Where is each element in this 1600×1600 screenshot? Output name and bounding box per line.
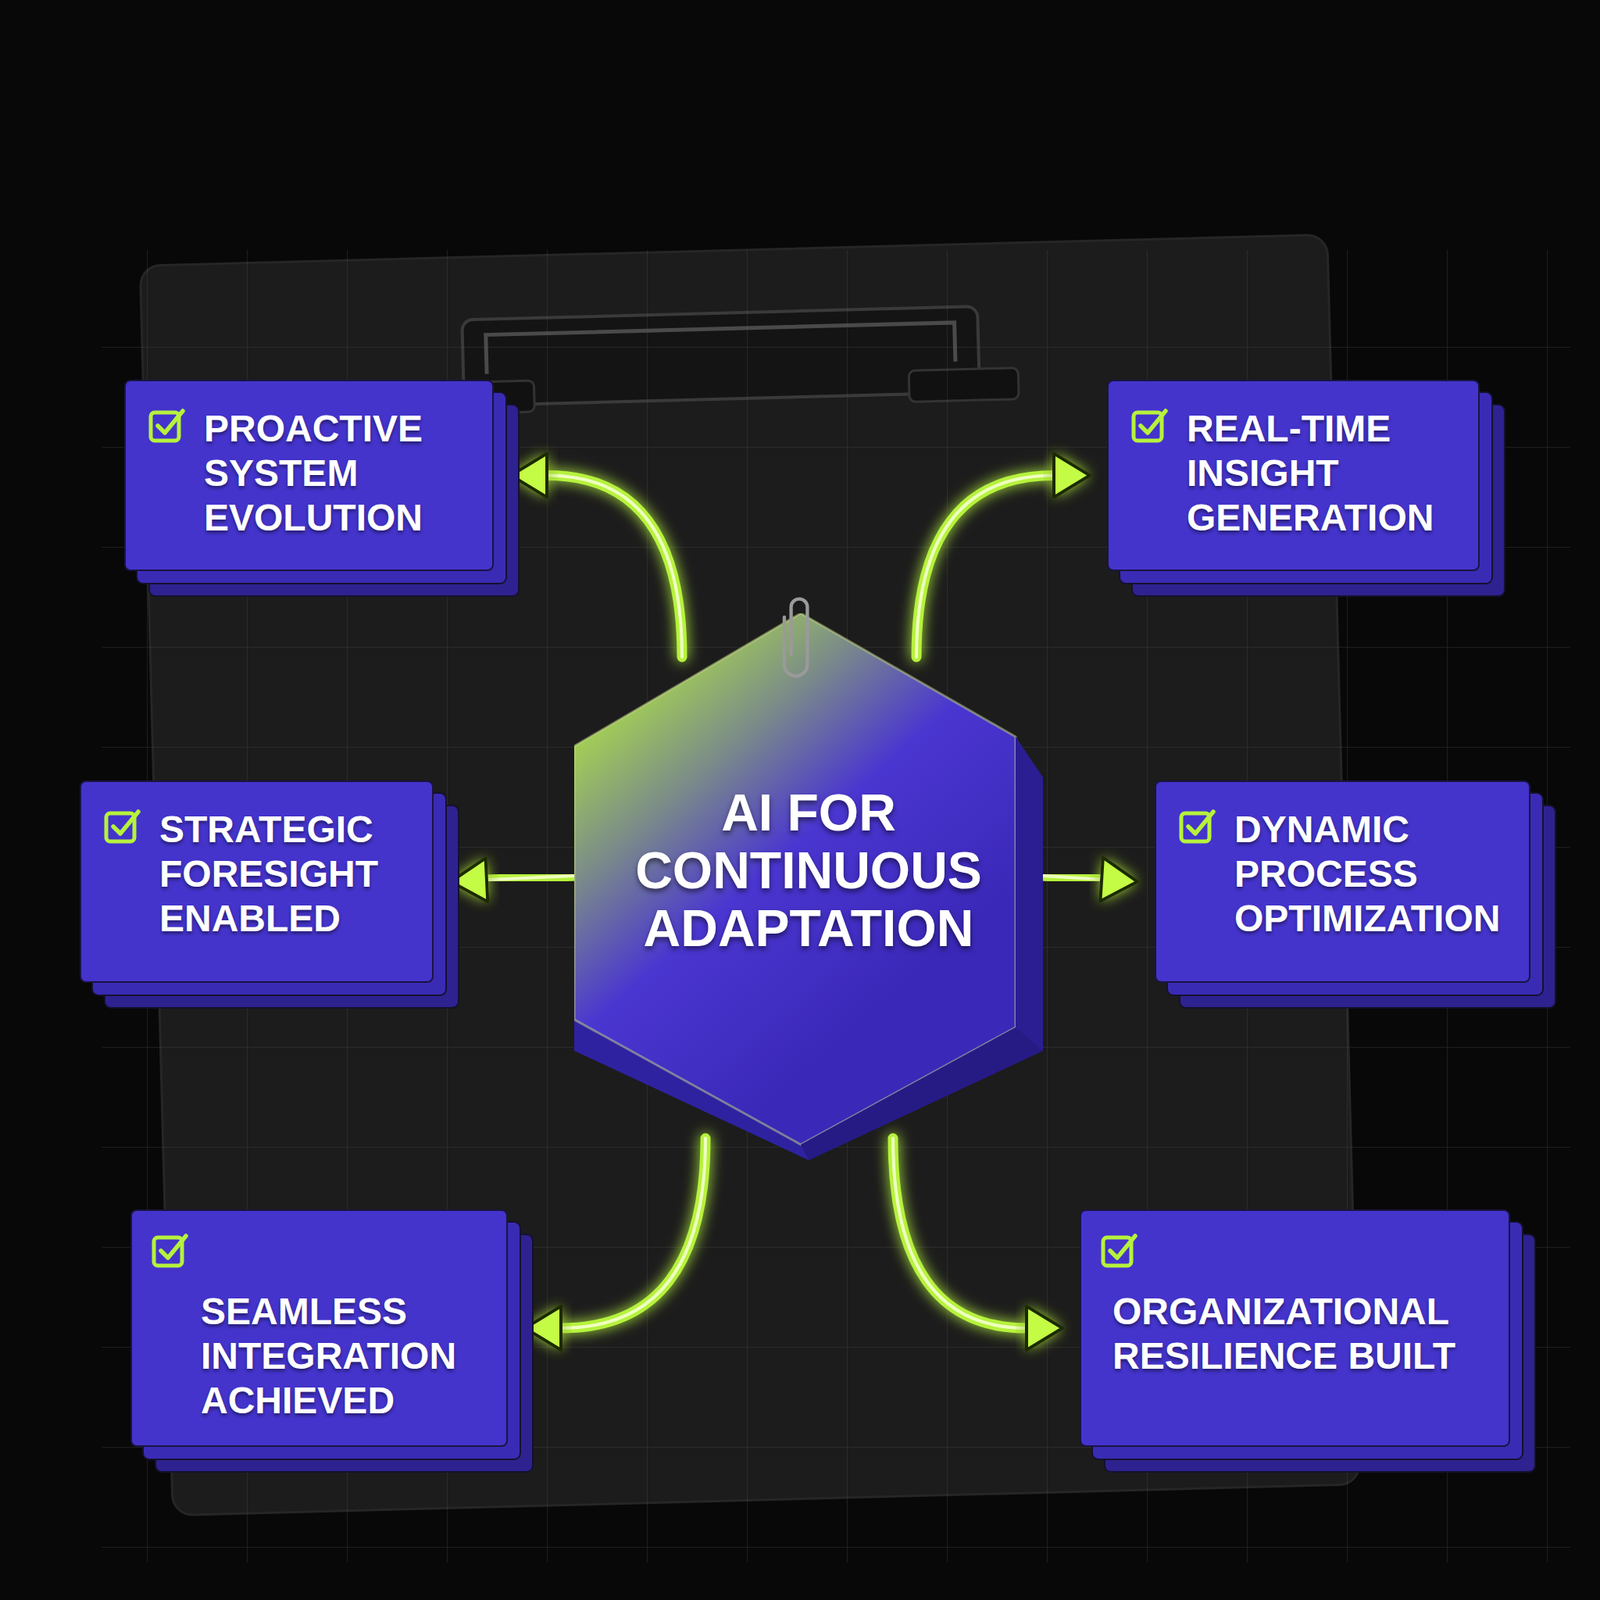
arrow-head <box>1100 857 1138 902</box>
connector-arrow <box>525 1138 706 1350</box>
connector-arrow <box>450 857 575 902</box>
arrow-head <box>1053 453 1090 498</box>
connector-line <box>560 1138 706 1329</box>
connector-core <box>1042 875 1102 880</box>
checkbox-icon <box>150 1231 190 1271</box>
card-label: SEAMLESS INTEGRATION ACHIEVED <box>200 1289 483 1423</box>
card-label: DYNAMIC PROCESS OPTIMIZATION <box>1234 807 1506 941</box>
connector-line <box>546 475 683 658</box>
arrow-head <box>450 857 488 902</box>
connector-arrow <box>510 453 683 658</box>
connector-arrow <box>916 453 1090 658</box>
connector-core <box>916 475 1054 658</box>
connector-arrow <box>1042 857 1138 902</box>
benefit-card: DYNAMIC PROCESS OPTIMIZATION <box>1154 780 1531 983</box>
card-label: REAL-TIME INSIGHT GENERATION <box>1186 406 1455 540</box>
arrow-head <box>525 1306 561 1350</box>
benefit-card: STRATEGIC FORESIGHT ENABLED <box>79 780 434 983</box>
arrow-head <box>510 453 547 498</box>
checkbox-icon <box>147 406 187 446</box>
benefit-card: REAL-TIME INSIGHT GENERATION <box>1107 379 1480 572</box>
hexagon-title: AI FOR CONTINUOUS ADAPTATION <box>605 784 1012 958</box>
connector-line <box>916 475 1054 658</box>
connector-core <box>486 875 575 880</box>
checkbox-icon <box>103 807 143 847</box>
connector-line <box>1042 875 1102 880</box>
connector-line <box>486 875 575 880</box>
checkbox-icon <box>1130 406 1170 446</box>
checkbox-icon <box>1178 807 1218 847</box>
connector-core <box>546 475 683 658</box>
card-label: ORGANIZATIONAL RESILIENCE BUILT <box>1112 1289 1486 1379</box>
connector-line <box>892 1138 1027 1329</box>
benefit-card: ORGANIZATIONAL RESILIENCE BUILT <box>1079 1209 1511 1447</box>
paperclip <box>778 589 820 686</box>
arrow-head <box>1026 1306 1063 1350</box>
connector-arrow <box>892 1138 1063 1350</box>
benefit-card: SEAMLESS INTEGRATION ACHIEVED <box>130 1209 508 1447</box>
connector-core <box>560 1138 706 1329</box>
benefit-card: PROACTIVE SYSTEM EVOLUTION <box>124 379 494 572</box>
card-label: STRATEGIC FORESIGHT ENABLED <box>159 807 409 941</box>
checkbox-icon <box>1100 1231 1140 1271</box>
hexagon-node: AI FOR CONTINUOUS ADAPTATION <box>574 613 1043 1161</box>
connector-core <box>892 1138 1027 1329</box>
card-label: PROACTIVE SYSTEM EVOLUTION <box>203 406 469 540</box>
